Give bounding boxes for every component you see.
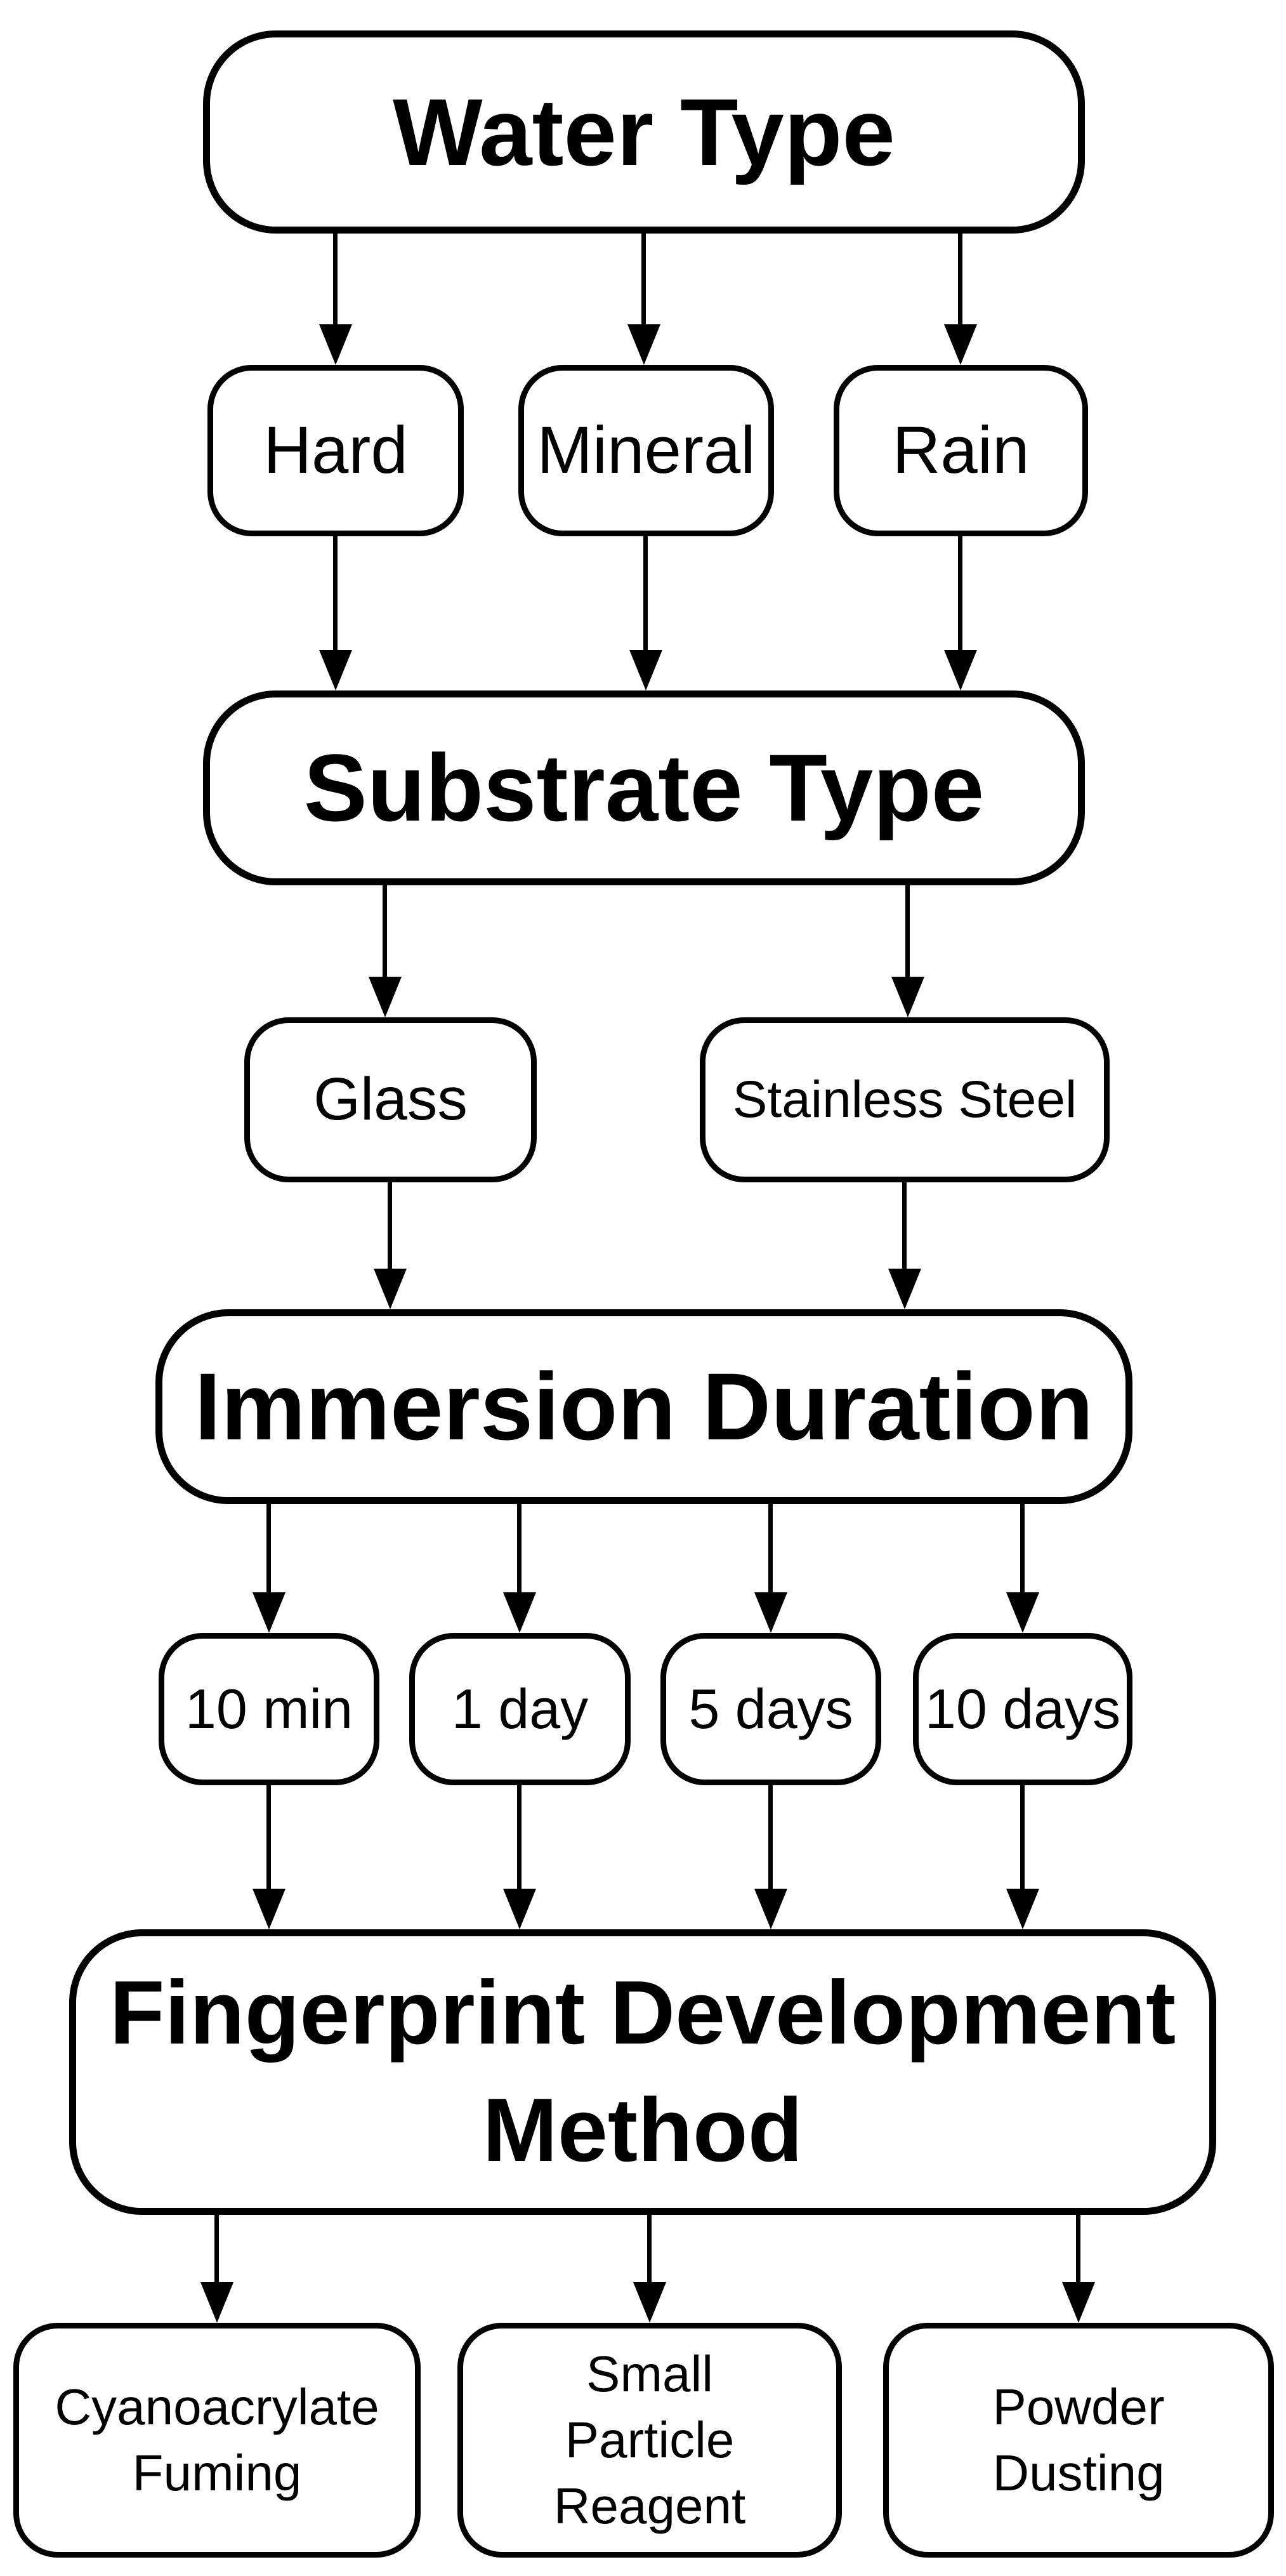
arrow-glass-to-immersion-duration-head: [374, 1269, 407, 1309]
arrow-mineral-to-substrate-type-head: [629, 650, 662, 690]
arrow-rain-to-substrate-type-shaft: [958, 536, 962, 651]
node-mineral: Mineral: [518, 365, 774, 536]
node-small-particle-reagent-label: Small Particle Reagent: [553, 2346, 746, 2534]
arrow-water-type-to-rain-head: [944, 324, 977, 365]
arrow-5-days-to-fdm-shaft: [768, 1785, 773, 1890]
arrow-stainless-steel-to-immersion-duration-head: [888, 1269, 921, 1309]
arrow-10-days-to-fdm-shaft: [1020, 1785, 1025, 1890]
arrow-1-day-to-fdm-head: [503, 1889, 536, 1929]
arrow-water-type-to-mineral-head: [627, 324, 660, 365]
arrow-immersion-duration-to-10-days-shaft: [1020, 1504, 1025, 1594]
arrow-mineral-to-substrate-type-shaft: [643, 536, 648, 651]
node-substrate-type: Substrate Type: [203, 690, 1085, 885]
node-cyanoacrylate-fuming: Cyanoacrylate Fuming: [13, 2323, 421, 2558]
arrow-immersion-duration-to-5-days-shaft: [768, 1504, 773, 1594]
arrow-immersion-duration-to-10-days-head: [1006, 1592, 1039, 1633]
arrow-glass-to-immersion-duration-shaft: [388, 1182, 392, 1270]
arrow-water-type-to-rain-shaft: [958, 234, 962, 326]
arrow-fdm-to-cyanoacrylate-fuming-head: [200, 2282, 233, 2323]
node-hard: Hard: [207, 365, 464, 536]
arrow-rain-to-substrate-type-head: [944, 650, 977, 690]
arrow-immersion-duration-to-1-day-shaft: [517, 1504, 522, 1594]
arrow-5-days-to-fdm-head: [754, 1889, 787, 1929]
arrow-substrate-type-to-glass-head: [369, 977, 402, 1017]
node-substrate-type-label: Substrate Type: [303, 734, 985, 841]
node-stainless-steel-label: Stainless Steel: [732, 1070, 1077, 1128]
node-mineral-label: Mineral: [537, 413, 756, 487]
node-10-days-label: 10 days: [924, 1677, 1121, 1740]
arrow-1-day-to-fdm-shaft: [517, 1785, 522, 1890]
arrow-hard-to-substrate-type-shaft: [333, 536, 338, 651]
node-immersion-duration-label: Immersion Duration: [194, 1353, 1094, 1460]
node-rain-label: Rain: [892, 413, 1030, 487]
arrow-immersion-duration-to-5-days-head: [754, 1592, 787, 1633]
node-stainless-steel: Stainless Steel: [700, 1017, 1110, 1182]
node-water-type: Water Type: [203, 30, 1085, 234]
arrow-water-type-to-hard-shaft: [333, 234, 338, 326]
arrow-stainless-steel-to-immersion-duration-shaft: [902, 1182, 907, 1270]
arrow-immersion-duration-to-10-min-head: [253, 1592, 285, 1633]
node-glass: Glass: [244, 1017, 537, 1182]
arrow-water-type-to-hard-head: [319, 324, 352, 365]
arrow-substrate-type-to-stainless-steel-head: [891, 977, 924, 1017]
arrow-fdm-to-powder-dusting-head: [1062, 2282, 1095, 2323]
node-10-min: 10 min: [159, 1633, 379, 1785]
node-immersion-duration: Immersion Duration: [155, 1309, 1132, 1504]
node-fingerprint-development-method: Fingerprint Development Method: [69, 1929, 1216, 2215]
node-water-type-label: Water Type: [393, 78, 895, 185]
node-glass-label: Glass: [313, 1066, 468, 1133]
arrow-10-days-to-fdm-head: [1006, 1889, 1039, 1929]
arrow-fdm-to-cyanoacrylate-fuming-shaft: [214, 2215, 219, 2283]
node-10-min-label: 10 min: [185, 1677, 353, 1740]
arrow-immersion-duration-to-1-day-head: [503, 1592, 536, 1633]
node-hard-label: Hard: [263, 413, 408, 487]
node-fingerprint-development-method-label: Fingerprint Development Method: [109, 1962, 1176, 2181]
node-powder-dusting-label: Powder Dusting: [992, 2379, 1165, 2501]
node-5-days-label: 5 days: [688, 1677, 853, 1740]
arrow-fdm-to-powder-dusting-shaft: [1076, 2215, 1080, 2283]
arrow-substrate-type-to-glass-shaft: [383, 885, 387, 978]
arrow-hard-to-substrate-type-head: [319, 650, 352, 690]
arrow-fdm-to-small-particle-reagent-head: [633, 2282, 666, 2323]
arrow-water-type-to-mineral-shaft: [641, 234, 646, 326]
node-1-day: 1 day: [409, 1633, 631, 1785]
node-1-day-label: 1 day: [451, 1677, 589, 1740]
arrow-10-min-to-fdm-shaft: [266, 1785, 271, 1890]
node-5-days: 5 days: [660, 1633, 881, 1785]
node-powder-dusting: Powder Dusting: [883, 2323, 1274, 2558]
node-10-days: 10 days: [913, 1633, 1132, 1785]
node-cyanoacrylate-fuming-label: Cyanoacrylate Fuming: [55, 2379, 379, 2501]
arrow-substrate-type-to-stainless-steel-shaft: [905, 885, 910, 978]
node-rain: Rain: [834, 365, 1088, 536]
node-small-particle-reagent: Small Particle Reagent: [457, 2323, 842, 2558]
arrow-fdm-to-small-particle-reagent-shaft: [647, 2215, 652, 2283]
arrow-immersion-duration-to-10-min-shaft: [266, 1504, 271, 1594]
arrow-10-min-to-fdm-head: [253, 1889, 285, 1929]
